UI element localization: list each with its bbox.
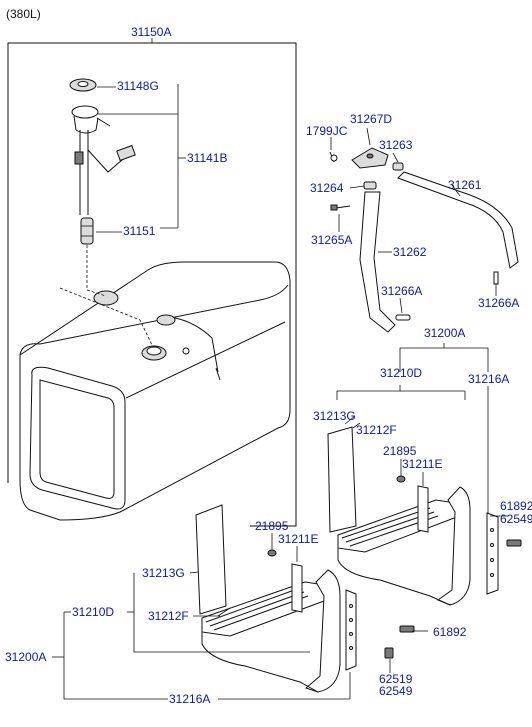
part-label-31263[interactable]: 31263 xyxy=(379,138,413,152)
band-31262 xyxy=(359,191,396,333)
part-label-62519[interactable]: 62519 xyxy=(379,672,413,686)
part-label-31216a-upper[interactable]: 31216A xyxy=(468,372,510,386)
part-label-31141b[interactable]: 31141B xyxy=(187,151,228,165)
part-label-31267d[interactable]: 31267D xyxy=(350,112,393,126)
part-label-31200a-upper[interactable]: 31200A xyxy=(424,326,466,340)
part-label-62549-lower[interactable]: 62549 xyxy=(379,684,413,698)
part-label-31212f-upper[interactable]: 31212F xyxy=(356,423,397,437)
part-label-31211e-upper[interactable]: 31211E xyxy=(402,457,443,471)
part-label-31151[interactable]: 31151 xyxy=(123,224,156,238)
part-label-31211e-lower[interactable]: 31211E xyxy=(278,532,319,546)
part-label-61892-upper[interactable]: 61892 xyxy=(500,499,532,513)
part-label-31266a-left[interactable]: 31266A xyxy=(381,284,423,298)
part-label-31265a[interactable]: 31265A xyxy=(311,233,353,247)
upper-step-assembly xyxy=(327,426,522,606)
part-label-31210d-upper[interactable]: 31210D xyxy=(380,366,423,380)
band-31261 xyxy=(397,171,519,269)
part-label-1799jc[interactable]: 1799JC xyxy=(306,124,348,138)
part-label-31200a-lower[interactable]: 31200A xyxy=(5,650,47,664)
part-label-31261[interactable]: 31261 xyxy=(448,178,482,192)
fuel-tank xyxy=(19,261,291,521)
part-label-31264[interactable]: 31264 xyxy=(310,181,344,195)
part-label-31216a-lower[interactable]: 31216A xyxy=(169,692,211,706)
fuel-sender-unit xyxy=(69,78,136,245)
part-label-61892-lower[interactable]: 61892 xyxy=(433,625,467,639)
part-label-62549-upper[interactable]: 62549 xyxy=(500,512,532,526)
part-label-21895-lower[interactable]: 21895 xyxy=(255,519,289,533)
tank-group-frame xyxy=(7,42,297,527)
variant-label: (380L) xyxy=(6,7,41,21)
part-label-31262[interactable]: 31262 xyxy=(393,245,427,259)
part-label-31212f-lower[interactable]: 31212F xyxy=(148,609,189,623)
part-label-31213g-upper[interactable]: 31213G xyxy=(313,409,356,423)
lower-step-assembly xyxy=(195,504,415,693)
part-label-31213g-lower[interactable]: 31213G xyxy=(142,566,185,580)
part-label-31266a-right[interactable]: 31266A xyxy=(478,296,520,310)
part-label-31210d-lower[interactable]: 31210D xyxy=(72,605,115,619)
part-label-31148g[interactable]: 31148G xyxy=(117,79,159,93)
part-label-31150a[interactable]: 31150A xyxy=(131,25,172,39)
part-label-21895-upper[interactable]: 21895 xyxy=(383,444,417,458)
